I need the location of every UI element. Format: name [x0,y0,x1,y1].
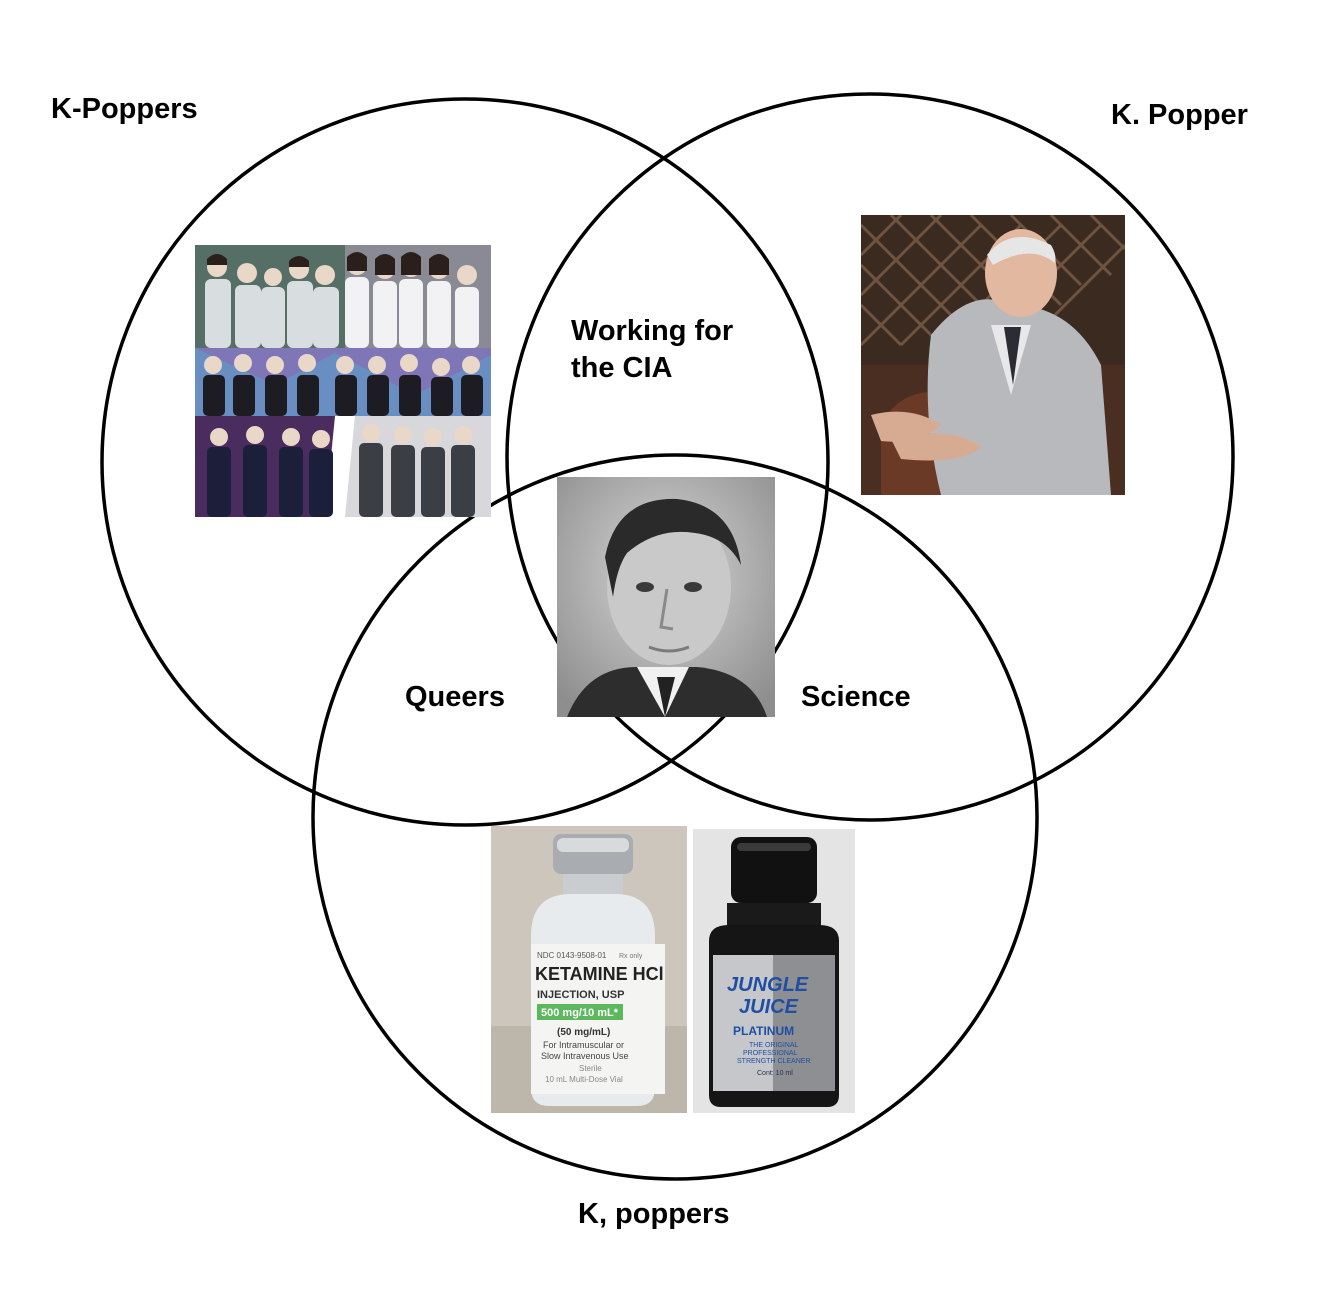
region-label-cia: Working for the CIA [571,313,733,387]
region-label-science: Science [801,681,911,713]
region-label-queers: Queers [405,681,505,713]
poppers-content-text: Cont: 10 ml [757,1070,793,1077]
poppers-brand-2-text: JUICE [739,996,799,1018]
poppers-variant-text: PLATINUM [733,1024,794,1038]
karl-popper-portrait-image [861,215,1125,495]
ketamine-route-1-text: For Intramuscular or [543,1040,624,1050]
circle-k-comma-poppers [311,453,1039,1181]
ketamine-sterile-text: Sterile [579,1064,602,1073]
kpop-collage-image [195,245,491,517]
set-label-k-poppers: K-Poppers [51,93,198,125]
poppers-bottle-image: JUNGLE JUICE PLATINUM THE ORIGINAL PROFE… [693,829,855,1113]
region-label-cia-line-1: Working for [571,315,734,347]
ketamine-volume-text: 10 mL Multi-Dose Vial [545,1075,623,1084]
ketamine-concentration-text: (50 mg/mL) [557,1027,610,1038]
circle-k-poppers [100,97,830,827]
ketamine-dose-text: 500 mg/10 mL* [541,1007,619,1019]
ketamine-vial-image: NDC 0143-9508-01 Rx only KETAMINE HCl IN… [491,826,687,1113]
ketamine-ndc-text: NDC 0143-9508-01 [537,951,607,960]
ketamine-name-text: KETAMINE HCl [535,964,664,984]
circle-k-popper [505,92,1235,822]
ketamine-rx-text: Rx only [619,953,643,960]
poppers-brand-1-text: JUNGLE [727,974,809,996]
poppers-tagline-1-text: THE ORIGINAL [749,1042,799,1049]
ketamine-route-2-text: Slow Intravenous Use [541,1051,629,1061]
poppers-tagline-3-text: STRENGTH CLEANER [737,1058,811,1065]
region-label-cia-line-2: the CIA [571,352,673,385]
set-label-k-comma-poppers: K, poppers [578,1198,730,1230]
alan-turing-portrait-image [557,477,775,717]
ketamine-form-text: INJECTION, USP [537,989,624,1001]
poppers-tagline-2-text: PROFESSIONAL [743,1050,798,1057]
set-label-k-popper: K. Popper [1111,99,1248,131]
